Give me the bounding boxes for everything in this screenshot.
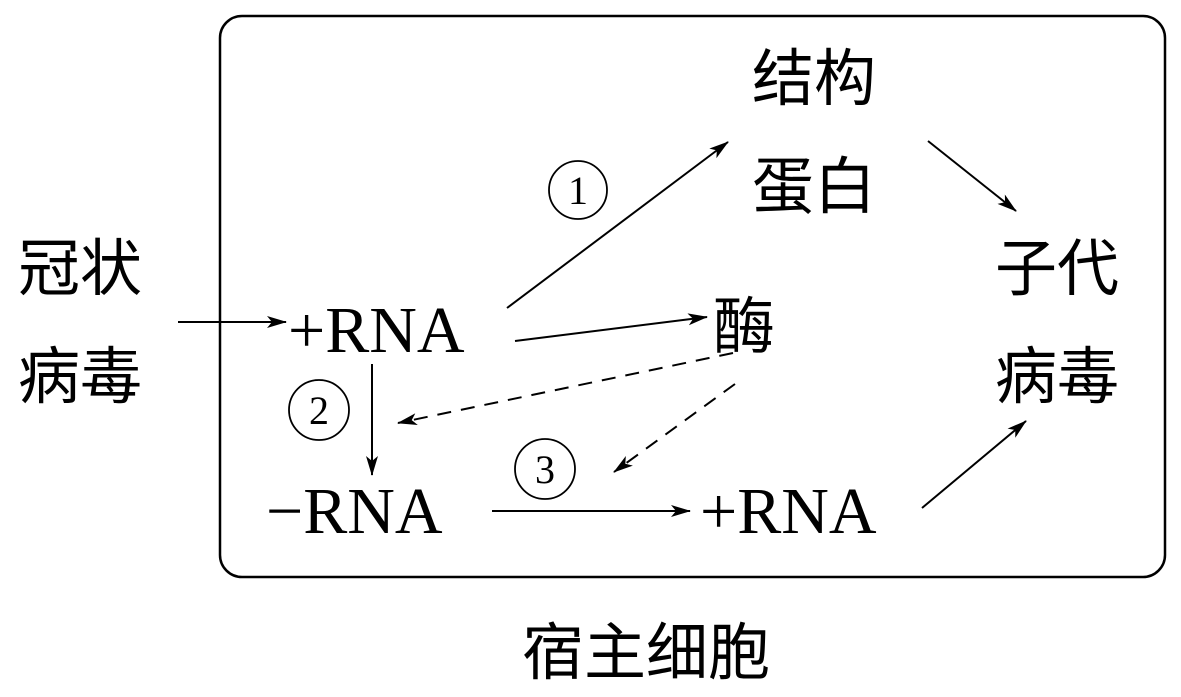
host-cell-title: 宿主细胞 [522,616,770,689]
plus-rna-2: +RNA [700,475,877,548]
arrow-protein-to-progeny [927,140,1017,212]
plus-rna-1: +RNA [288,294,465,367]
progeny-label-line1: 子代 [995,232,1119,305]
svg-text:2: 2 [309,388,329,433]
arrow-rna-to-enzyme [514,313,708,342]
virus-label-line2: 病毒 [18,340,142,413]
progeny-label-line2: 病毒 [995,340,1119,413]
arrow-rna-to-progeny [921,420,1027,509]
enzyme-label: 酶 [713,290,775,363]
svg-text:1: 1 [568,168,588,213]
host-cell-box [218,14,1167,579]
svg-text:3: 3 [535,447,555,492]
virus-label-line1: 冠状 [18,232,142,305]
step-1-marker: 1 [548,160,608,220]
step-2-marker: 2 [288,379,350,441]
protein-label-line1: 结构 [752,42,876,115]
protein-label-line2: 蛋白 [752,150,876,223]
arrow-enzyme-to-step2 [397,352,734,425]
minus-rna: −RNA [266,475,443,548]
arrow-rna-to-protein [506,141,729,309]
arrow-enzyme-to-step3 [613,383,736,473]
step-3-marker: 3 [514,438,576,500]
